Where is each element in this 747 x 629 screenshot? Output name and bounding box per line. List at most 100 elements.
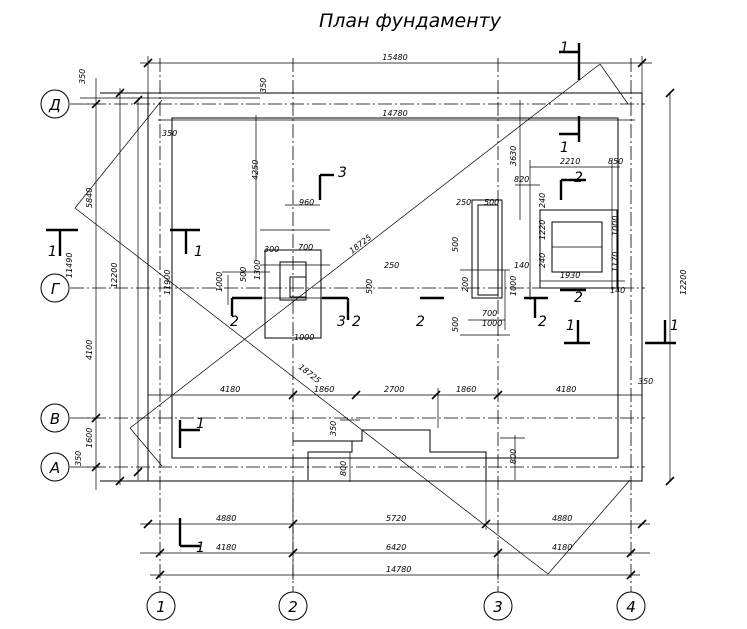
dim-15480: 15480: [382, 53, 407, 62]
section-labels: 1 1 1 1 1 1 1 1 3 3 2 2 2 2 2 2: [48, 40, 679, 556]
axis-bubble-1: 1: [146, 591, 176, 621]
section-label-1h: 1: [196, 540, 205, 556]
axis-label-4: 4: [626, 598, 636, 616]
dim-850: 850: [608, 157, 623, 166]
dim-4100: 4100: [85, 340, 94, 360]
dim-11900: 11900: [163, 270, 172, 295]
stepped-foundation: [293, 388, 525, 482]
dim-5720: 5720: [386, 514, 406, 523]
dim-350-left-top: 350: [78, 69, 87, 84]
dim-1860-mid-left: 1860: [314, 385, 334, 394]
section-label-1d: 1: [194, 244, 203, 260]
dim-500-p2b: 500: [451, 237, 460, 252]
dim-6420: 6420: [386, 543, 406, 552]
dim-2700: 2700: [384, 385, 404, 394]
section-label-1b: 1: [560, 140, 569, 156]
axis-bubble-A: А: [40, 452, 70, 482]
dim-300: 300: [264, 245, 279, 254]
axis-bubble-2: 2: [278, 591, 308, 621]
diagonal-lines: [74, 63, 631, 575]
dim-1000-p2b: 1000: [482, 319, 502, 328]
section-label-2a: 2: [574, 170, 583, 186]
dim-350-top: 350: [259, 78, 268, 93]
axis-bubble-V: В: [40, 403, 70, 433]
pad-foundation-right: [515, 100, 625, 300]
dim-140-b: 140: [610, 286, 625, 295]
dim-18725-b: 18725: [297, 362, 323, 385]
section-label-1a: 1: [560, 40, 569, 56]
section-label-2d: 2: [416, 314, 425, 330]
dim-1000-p1a: 1000: [215, 272, 224, 292]
dim-700-p1: 700: [298, 243, 313, 252]
dim-250-p2: 250: [456, 198, 471, 207]
dim-4180-bottom-right: 4180: [552, 543, 572, 552]
section-label-1f: 1: [670, 318, 679, 334]
dim-350-mid: 350: [638, 377, 653, 386]
axis-label-G: Г: [51, 280, 61, 298]
dim-1600: 1600: [85, 428, 94, 448]
section-label-2b: 2: [230, 314, 239, 330]
dim-12200-right: 12200: [679, 270, 688, 295]
dim-350-inner: 350: [162, 129, 177, 138]
axis-label-D: Д: [48, 96, 61, 114]
dim-800-step-right: 800: [509, 449, 518, 464]
section-label-2c: 2: [352, 314, 361, 330]
dim-4880-left: 4880: [216, 514, 236, 523]
dim-500-p2a: 500: [484, 198, 499, 207]
dim-350-step: 350: [329, 421, 338, 436]
axis-bubble-D: Д: [40, 89, 70, 119]
dim-1170: 1170: [611, 252, 620, 272]
section-label-1c: 1: [48, 244, 57, 260]
dim-1930: 1930: [560, 271, 580, 280]
pad-foundation-g3: [460, 199, 510, 336]
dim-11490: 11490: [65, 253, 74, 278]
axis-bubble-3: 3: [483, 591, 513, 621]
dim-1860-mid-right: 1860: [456, 385, 476, 394]
section-label-2f: 2: [574, 290, 583, 306]
axis-label-2: 2: [288, 598, 298, 616]
section-label-3b: 3: [337, 314, 346, 330]
dim-500-p1b: 500: [365, 279, 374, 294]
dim-200: 200: [461, 277, 470, 292]
dim-350-left-bottom: 350: [74, 451, 83, 466]
dim-12200-left: 12200: [110, 263, 119, 288]
dim-960: 960: [299, 198, 314, 207]
dim-1000-p2a: 1000: [509, 276, 518, 296]
dim-4250: 4250: [251, 160, 260, 180]
axis-label-1: 1: [156, 598, 166, 616]
dim-700-p2: 700: [482, 309, 497, 318]
dim-1300: 1300: [253, 260, 262, 280]
axis-label-A: А: [49, 459, 60, 477]
dim-500-p1a: 500: [239, 267, 248, 282]
dim-1220: 1220: [538, 220, 547, 240]
dim-3630: 3630: [509, 146, 518, 166]
dim-240-b: 240: [538, 253, 547, 268]
section-label-2e: 2: [538, 314, 547, 330]
dim-18725-a: 18725: [348, 233, 374, 256]
section-label-3a: 3: [338, 165, 347, 181]
dim-4880-right: 4880: [552, 514, 572, 523]
dim-14780-bottom: 14780: [386, 565, 411, 574]
axis-label-V: В: [50, 410, 60, 428]
dim-820: 820: [514, 175, 529, 184]
dim-140-a: 140: [514, 261, 529, 270]
dim-5840: 5840: [85, 188, 94, 208]
dimension-labels: 15480 14780 350 350 350 5840 11490 12200…: [65, 53, 688, 574]
axis-label-3: 3: [493, 598, 503, 616]
dim-250-p1: 250: [384, 261, 399, 270]
dim-14780-top: 14780: [382, 109, 407, 118]
section-markers: [46, 43, 676, 548]
dimension-lines: [80, 56, 675, 580]
dim-1000-p1b: 1000: [294, 333, 314, 342]
pad-foundation-g2: [222, 115, 330, 339]
dim-2210: 2210: [560, 157, 580, 166]
dim-4180-mid-right: 4180: [556, 385, 576, 394]
section-label-1e: 1: [566, 318, 575, 334]
dim-240-a: 240: [538, 193, 547, 208]
drawing-title: План фундаменту: [319, 10, 502, 32]
axis-lines: [70, 58, 645, 592]
section-label-1g: 1: [196, 416, 205, 432]
dim-500-p2c: 500: [451, 317, 460, 332]
dim-4180-mid-left: 4180: [220, 385, 240, 394]
